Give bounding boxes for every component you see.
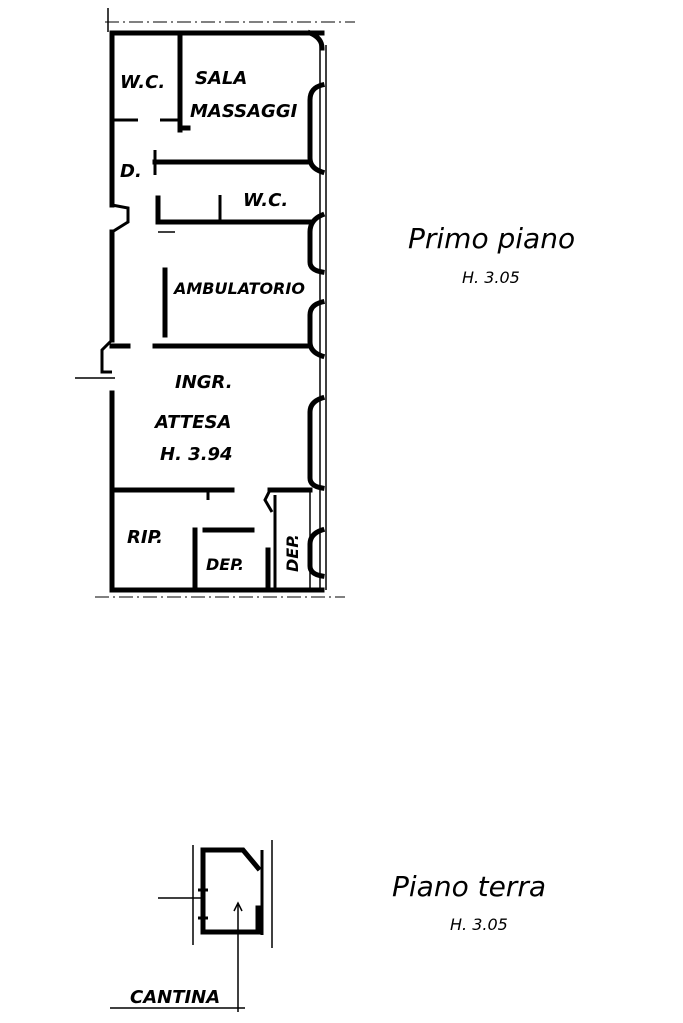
window-2 [307, 211, 326, 275]
first-floor-title: Primo piano [408, 222, 575, 255]
room-label-wc-top: W.C. [120, 72, 165, 93]
ground-floor-plan: CANTINA [110, 840, 273, 1012]
cellar-wall-left-bottom [200, 847, 261, 935]
room-label-sala: SALA [195, 68, 247, 89]
outer-wall-left-lower [109, 390, 325, 593]
room-label-massaggi: MASSAGGI [190, 101, 298, 122]
window-jamb [306, 29, 325, 51]
first-floor-plan: W.C. SALA MASSAGGI D. W.C. AMBULATORIO I… [75, 8, 355, 598]
window-3 [307, 298, 326, 360]
room-label-ingr: INGR. [175, 372, 233, 393]
window-4 [307, 394, 326, 491]
entry-step-left [100, 338, 114, 374]
door-swing-dep [263, 489, 274, 513]
window-1 [307, 81, 326, 176]
ground-floor-height: H. 3.05 [450, 915, 508, 934]
room-label-cantina: CANTINA [130, 987, 220, 1008]
room-label-dep1: DEP. [206, 555, 244, 574]
room-label-attesa: ATTESA [153, 412, 231, 433]
ground-floor-title: Piano terra [392, 870, 546, 903]
cellar-wall-top [200, 847, 262, 872]
first-floor-height: H. 3.05 [462, 268, 520, 287]
room-label-wc-mid: W.C. [243, 190, 288, 211]
room-label-rip: RIP. [127, 527, 163, 548]
room-label-attesa-height: H. 3.94 [160, 444, 233, 465]
recess-left [111, 203, 130, 234]
room-label-disimpegno: D. [120, 161, 142, 182]
room-label-ambulatorio: AMBULATORIO [172, 279, 305, 298]
room-label-dep2: DEP. [283, 534, 302, 572]
cantina-leader-arrow [233, 901, 243, 912]
